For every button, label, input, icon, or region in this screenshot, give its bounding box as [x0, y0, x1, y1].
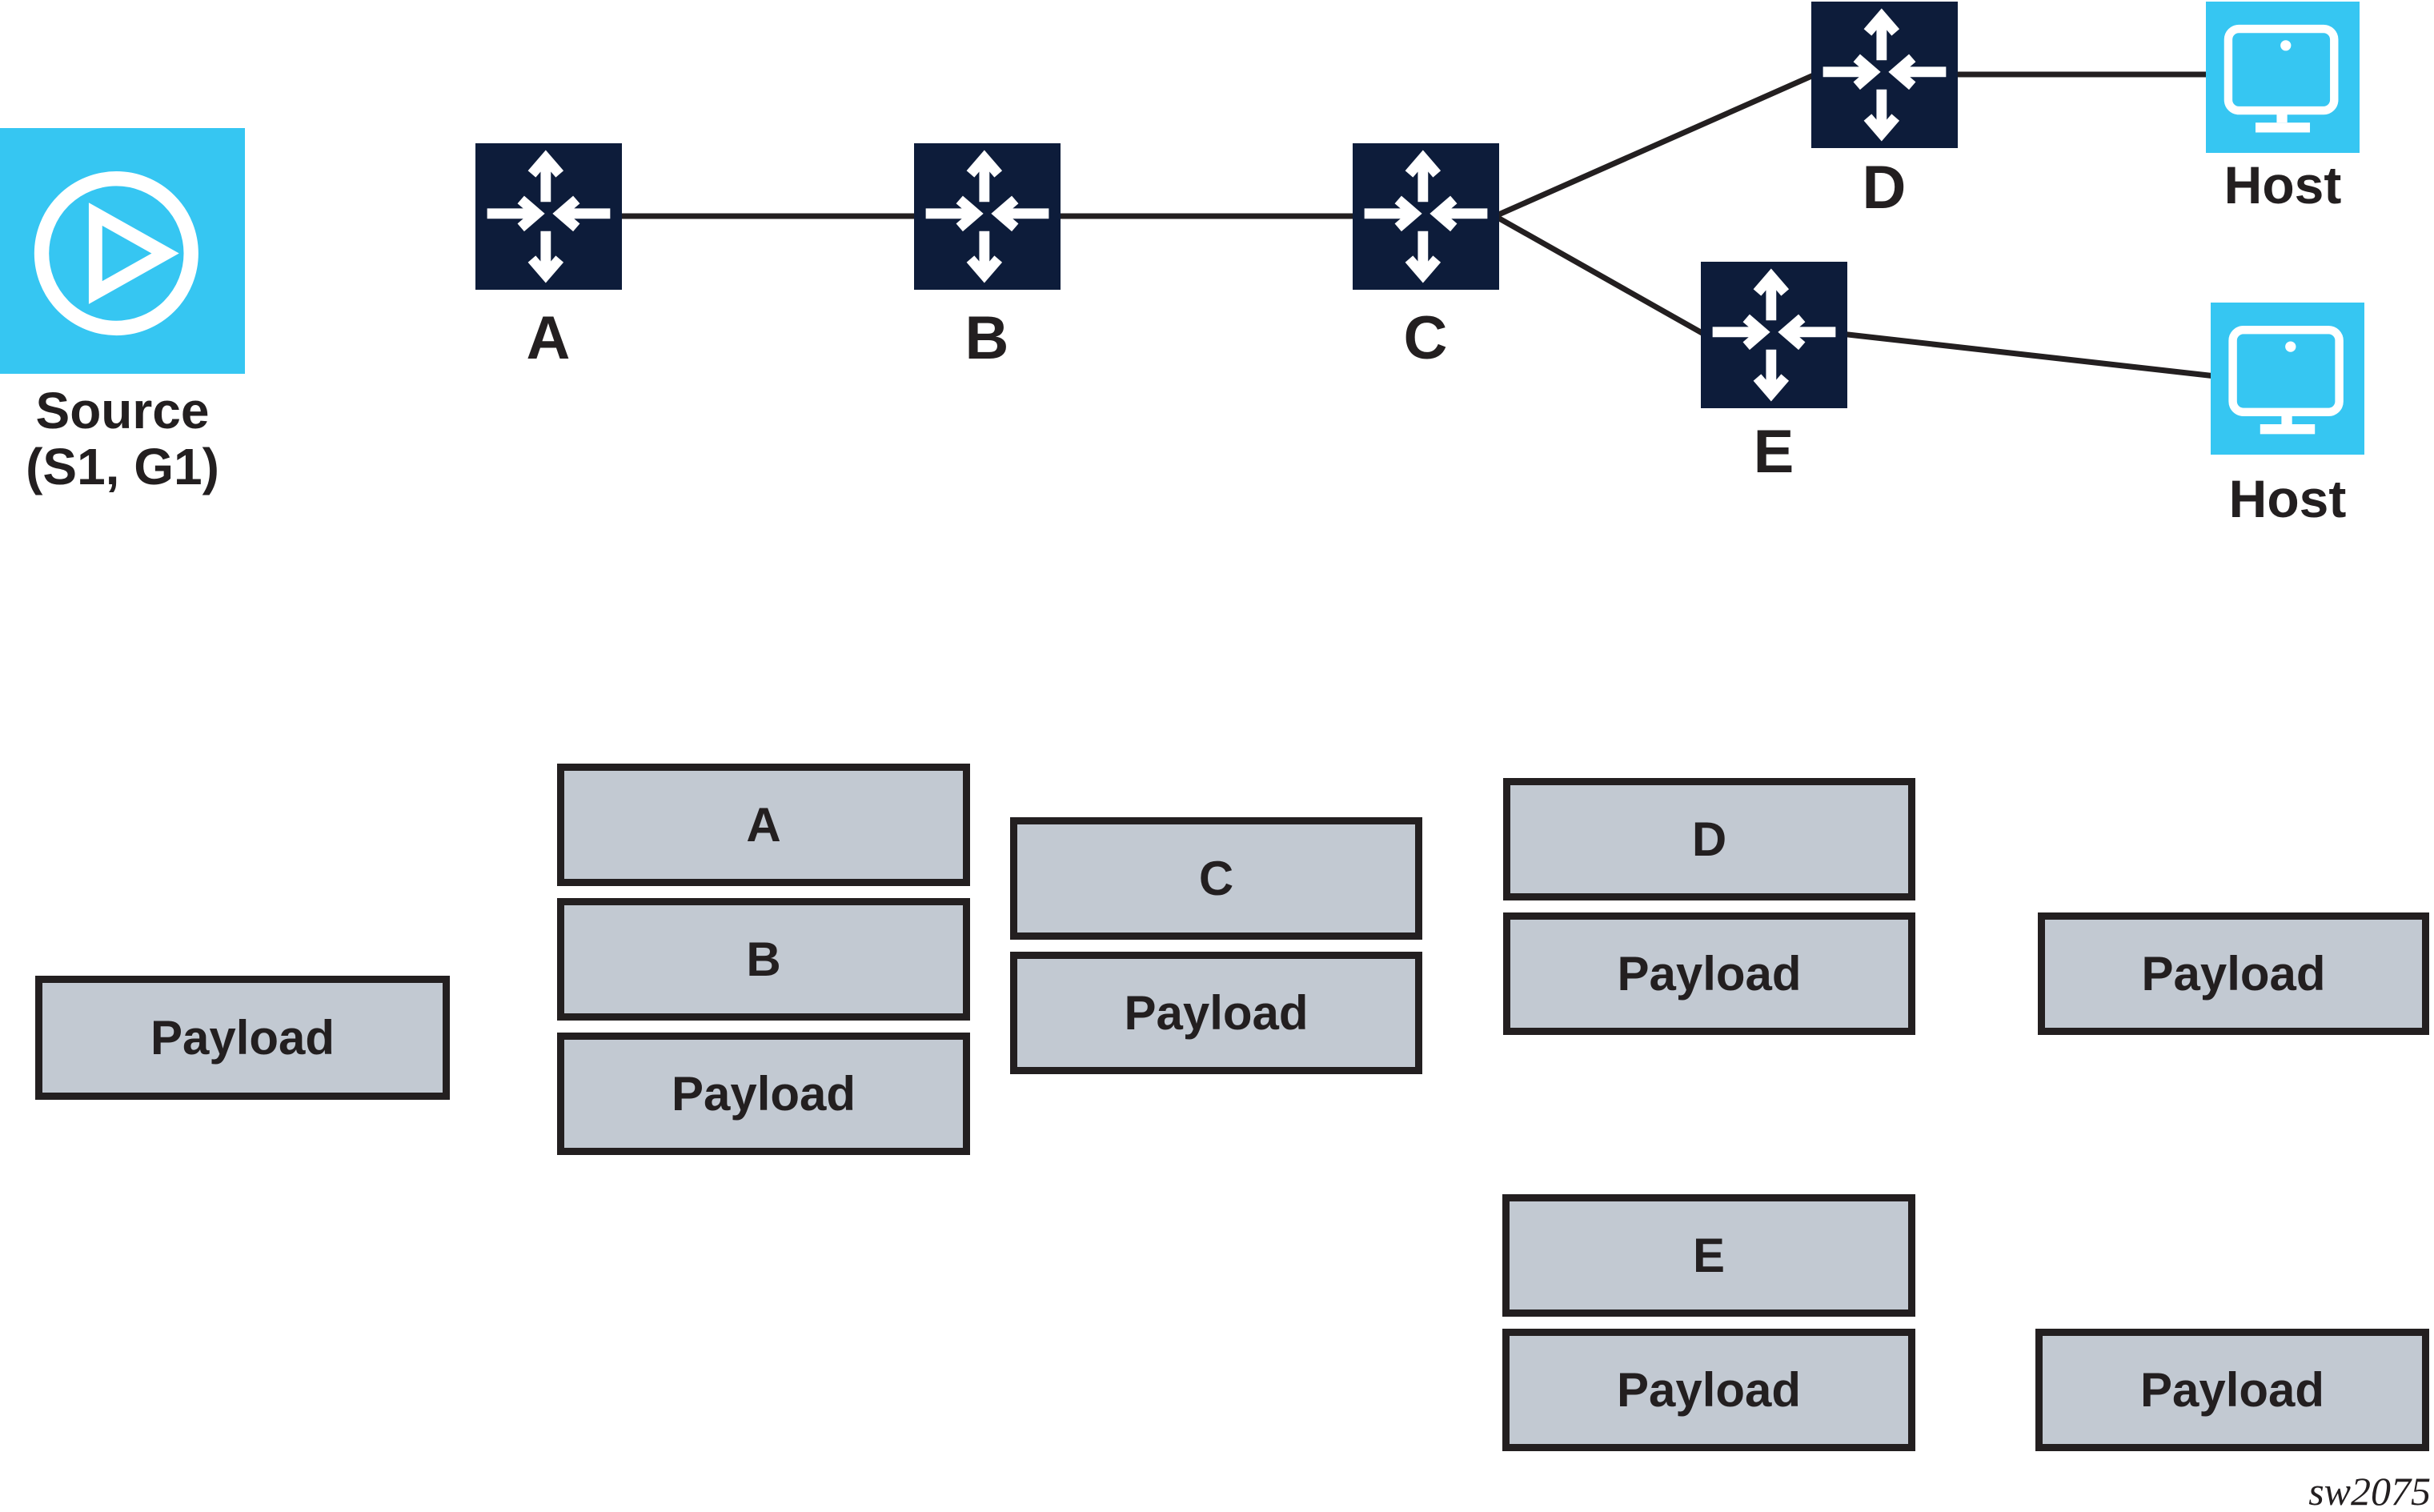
host-node-bottom	[2211, 303, 2364, 455]
monitor-icon	[2223, 24, 2339, 133]
packet-box-after-e-label-e: E	[1502, 1194, 1915, 1317]
router-label-d: D	[1862, 154, 1907, 222]
figure-id-watermark: sw2075	[2308, 1469, 2431, 1512]
router-icon	[1712, 268, 1836, 402]
packet-box-to-host-top-payload: Payload	[2038, 912, 2429, 1035]
packet-box-after-a-label-a: A	[557, 764, 970, 886]
router-icon	[1364, 150, 1488, 283]
link-e-host	[1838, 331, 2219, 379]
router-node-c	[1353, 143, 1499, 290]
router-label-b: B	[964, 304, 1009, 372]
router-node-b	[914, 143, 1061, 290]
source-label-line2: (S1, G1)	[26, 438, 219, 495]
link-c-d	[1491, 70, 1819, 220]
monitor-icon	[2228, 325, 2344, 435]
router-label-a: A	[526, 304, 571, 372]
host-node-top	[2206, 2, 2360, 153]
packet-box-after-c-label-c: C	[1010, 817, 1422, 940]
link-c-e	[1491, 212, 1709, 339]
host-label-top: Host	[2223, 155, 2342, 215]
source-label: Source (S1, G1)	[0, 383, 245, 495]
router-icon	[1822, 8, 1947, 142]
play-circle-icon	[34, 171, 198, 336]
packet-box-after-d-payload: Payload	[1503, 912, 1915, 1035]
packet-box-after-a-label-b: B	[557, 898, 970, 1021]
router-node-a	[475, 143, 622, 290]
packet-box-after-d-label-d: D	[1503, 778, 1915, 900]
router-icon	[487, 150, 611, 283]
packet-box-to-host-bottom-payload: Payload	[2035, 1329, 2429, 1451]
packet-box-after-e-payload: Payload	[1502, 1329, 1915, 1451]
source-label-line1: Source	[35, 382, 210, 439]
packet-box-after-c-payload: Payload	[1010, 952, 1422, 1074]
router-label-e: E	[1753, 418, 1794, 486]
router-icon	[925, 150, 1049, 283]
router-node-d	[1811, 2, 1958, 148]
host-label-bottom: Host	[2228, 469, 2347, 528]
router-node-e	[1701, 262, 1847, 408]
router-label-c: C	[1403, 304, 1448, 372]
packet-box-ingress-payload: Payload	[35, 976, 450, 1100]
source-node	[0, 128, 245, 374]
packet-box-after-a-payload: Payload	[557, 1033, 970, 1155]
